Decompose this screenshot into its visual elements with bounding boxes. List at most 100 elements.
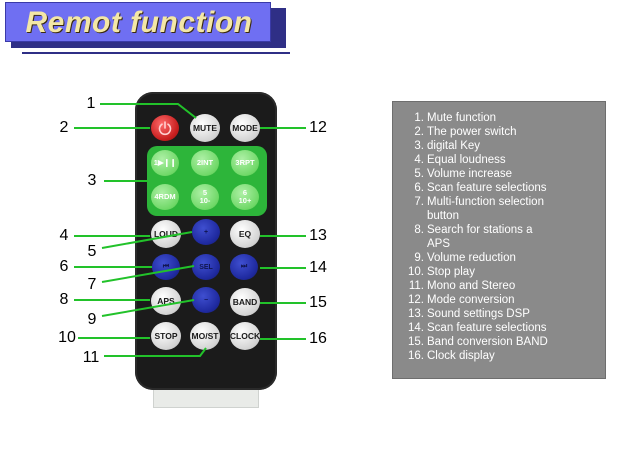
legend-item: 12.Mode conversion [393,293,548,307]
callout-line-11 [104,347,207,357]
legend-item-text: Volume reduction [427,252,516,264]
next-button[interactable]: ⏭ [230,254,258,280]
legend-item-text: Stop play [427,266,475,278]
callout-number-2: 2 [59,119,69,136]
next-track-icon: ⏭ [240,263,248,270]
title-underline [22,52,290,54]
legend-item: 7.Multi-function selection [393,195,548,209]
stop-button[interactable]: STOP [151,322,181,350]
legend-item-number: 9. [414,252,424,264]
legend-item: 9.Volume reduction [393,251,548,265]
callout-number-1: 1 [86,95,96,112]
plus-icon: + [203,228,209,236]
legend-item-text: digital Key [427,140,481,152]
mono-stereo-button[interactable]: MO/ST [190,322,220,350]
minus-icon: − [203,296,209,304]
key-6-number: 6 [242,188,248,198]
legend-item-text: Mute function [427,112,497,124]
volume-down-button[interactable]: − [192,287,220,313]
callout-number-11: 11 [82,349,100,366]
callout-number-6: 6 [59,258,69,275]
key-5-sub: 10- [199,196,211,205]
mode-button[interactable]: MODE [230,114,260,142]
callout-number-14: 14 [309,259,327,276]
legend-item-text: Sound settings DSP [427,308,530,320]
page-title: Remot function [25,6,253,39]
legend-item-number: 12. [408,294,424,306]
legend-item: 4.Equal loudness [393,153,548,167]
legend-item-number: 3. [414,140,424,152]
callout-number-13: 13 [309,227,327,244]
previous-track-icon: ⏮ [162,263,170,270]
legend-item-text: Equal loudness [427,154,506,166]
legend-item-number: 6. [414,182,424,194]
legend-item-text: Search for stations a [427,224,533,236]
legend-item: 14.Scan feature selections [393,321,548,335]
power-button[interactable] [151,115,179,141]
key-3-rpt[interactable]: 3RPT [231,150,259,176]
key-2-int[interactable]: 2INT [191,150,219,176]
title-banner: Remot function [2,0,292,56]
legend-item: 3.digital Key [393,139,548,153]
legend-item-text: Mode conversion [427,294,515,306]
eq-button[interactable]: EQ [230,220,260,248]
legend-item: 8.Search for stations a [393,223,548,237]
callout-number-7: 7 [87,276,97,293]
legend-item-text: Scan feature selections [427,182,547,194]
legend-item-number: 15. [408,336,424,348]
callout-line-1 [100,103,197,119]
legend-item-number: 5. [414,168,424,180]
legend-item-text: Band conversion BAND [427,336,548,348]
key-4-rdm[interactable]: 4RDM [151,184,179,210]
previous-button[interactable]: ⏮ [152,254,180,280]
legend-item-text: Scan feature selections [427,322,547,334]
legend-item-number: 2. [414,126,424,138]
legend-item-text: Volume increase [427,168,513,180]
legend-item: 11.Mono and Stereo [393,279,548,293]
legend-item: 16.Clock display [393,349,548,363]
legend-item-number: 14. [408,322,424,334]
aps-button[interactable]: APS [151,287,181,315]
legend-item-number: 7. [414,196,424,208]
legend-item-number: 1. [414,112,424,124]
callout-number-10: 10 [58,329,76,346]
legend-item: 6.Scan feature selections [393,181,548,195]
callout-line-7 [101,265,195,283]
callout-number-15: 15 [309,294,327,311]
callout-number-5: 5 [87,243,97,260]
legend-item-text: Clock display [427,350,495,362]
key-5-number: 5 [202,188,208,198]
legend-item-continuation: button [427,210,459,222]
key-1-play-pause[interactable]: 1▶❙❙ [151,150,179,176]
select-button[interactable]: SEL [192,254,220,280]
callout-line-5 [101,231,193,249]
legend-item: 2.The power switch [393,125,548,139]
legend-item-number: 10. [408,266,424,278]
callout-number-4: 4 [59,227,69,244]
key-6-sub: 10+ [238,196,252,205]
key-5-vol-down10[interactable]: 5 10- [191,184,219,210]
legend-item-number: 16. [408,350,424,362]
legend-item: 15.Band conversion BAND [393,335,548,349]
legend-item-number: 8. [414,224,424,236]
callout-line-9 [101,299,195,317]
key-6-vol-up10[interactable]: 6 10+ [231,184,259,210]
legend-item: 5.Volume increase [393,167,548,181]
callout-number-12: 12 [309,119,327,136]
legend-item: 13.Sound settings DSP [393,307,548,321]
legend-item-text: Mono and Stereo [427,280,516,292]
clock-button[interactable]: CLOCK [230,322,260,350]
volume-up-button[interactable]: + [192,219,220,245]
callout-number-16: 16 [309,330,327,347]
callout-number-8: 8 [59,291,69,308]
legend-item: 10.Stop play [393,265,548,279]
band-button[interactable]: BAND [230,288,260,316]
mute-button[interactable]: MUTE [190,114,220,142]
select-icon: SEL [199,263,213,271]
legend-item-number: 11. [408,280,424,292]
power-icon [158,121,172,136]
